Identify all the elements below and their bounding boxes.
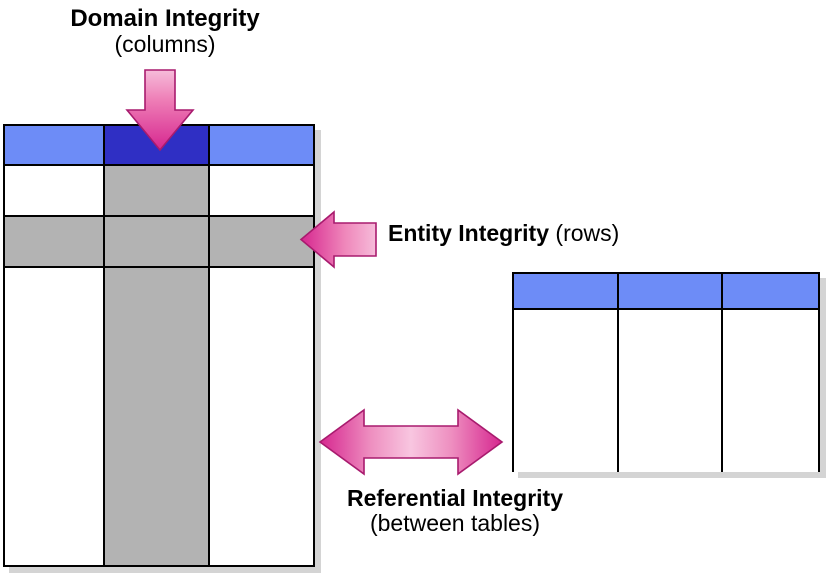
domain-integrity-label: Domain Integrity (columns) [0,6,330,57]
table-cell-entity-row [105,217,210,266]
double-arrow-icon [318,406,504,478]
entity-integrity-subtitle: (rows) [549,220,620,246]
referential-integrity-subtitle: (between tables) [369,509,541,536]
table-cell-entity-row [210,217,313,266]
entity-integrity-label: Entity Integrity (rows) [388,221,619,246]
table-cell-header-left [5,126,105,164]
related-table [512,272,820,472]
table-cell-header-right [210,126,313,164]
table-cell [210,166,313,215]
referential-integrity-title: Referential Integrity [347,485,563,511]
primary-table [3,124,315,567]
left-arrow-icon [298,210,380,270]
table-row-entity [5,217,313,268]
table-row [514,274,818,310]
table-row [514,310,818,472]
table-cell [5,268,105,565]
table-cell-domain-column [105,268,210,565]
table-cell-header [619,274,723,308]
table-row [5,126,313,166]
entity-integrity-title: Entity Integrity [388,220,550,246]
table-cell-domain-column [105,166,210,215]
table-cell [514,310,619,472]
table-row [5,268,313,565]
table-cell [723,310,818,472]
table-cell [619,310,723,472]
domain-integrity-subtitle: (columns) [114,30,216,57]
table-row [5,166,313,217]
domain-integrity-title: Domain Integrity [70,5,260,32]
referential-integrity-label: Referential Integrity (between tables) [315,486,595,536]
table-cell [210,268,313,565]
table-cell-entity-row [5,217,105,266]
table-cell-header [723,274,818,308]
down-arrow-icon [122,68,198,154]
table-cell-header [514,274,619,308]
table-cell [5,166,105,215]
